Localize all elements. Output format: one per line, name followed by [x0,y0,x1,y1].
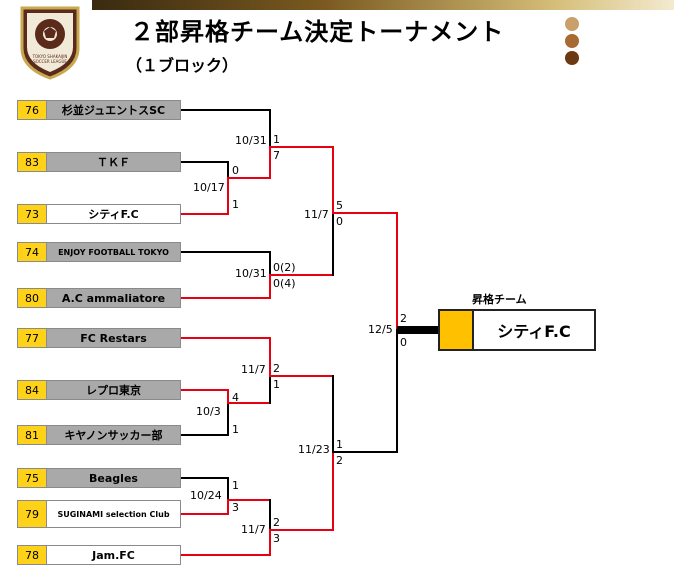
team-slot-11: 78 Jam.FC [17,545,181,565]
match-score: 0 [400,336,407,349]
match-score: 1 [232,423,239,436]
match-score: 2 [273,516,280,529]
winner-label: 昇格チーム [472,293,527,306]
line-m1-top [180,161,229,179]
match-score: 1 [232,198,239,211]
match-date: 11/23 [298,443,330,456]
team-name: A.C ammaliatore [47,289,180,307]
team-slot-8: 81 キヤノンサッカー部 [17,425,181,445]
line-m8-bottom [180,529,271,556]
match-date: 12/5 [368,323,393,336]
line-m5-bottom [180,402,229,436]
match-score: 5 [336,199,343,212]
header-bar [92,0,674,10]
match-score: 1 [273,378,280,391]
page-subtitle: （１ブロック） [126,56,239,75]
team-slot-10: 79 SUGINAMI selection Club [17,500,181,528]
dot-1 [565,17,579,31]
line-m7-top [180,477,229,501]
decorative-dots [565,17,579,68]
match-score: 0(2) [273,261,296,274]
match-date: 10/3 [196,405,221,418]
dot-2 [565,34,579,48]
match-score: 4 [232,391,239,404]
line-m2-top [180,109,271,148]
line-m1-bottom [180,177,229,215]
league-emblem: TOKYO SHAKAIJIN SOCCER LEAGUE [20,6,80,80]
team-name: ENJOY FOOTBALL TOKYO [47,243,180,261]
team-name: ＴＫＦ [47,153,180,171]
seed-number: 79 [18,501,47,527]
match-score: 7 [273,149,280,162]
seed-number: 74 [18,243,47,261]
match-score: 0(4) [273,277,296,290]
match-score: 2 [273,362,280,375]
team-name: Beagles [47,469,180,487]
match-score: 1 [336,438,343,451]
match-score: 0 [232,164,239,177]
match-score: 2 [400,312,407,325]
team-slot-2: 83 ＴＫＦ [17,152,181,172]
seed-number: 84 [18,381,47,399]
seed-number: 81 [18,426,47,444]
match-score: 3 [232,501,239,514]
match-score: 1 [232,479,239,492]
winner-name: シティF.C [497,322,571,341]
line-m5-top [180,389,229,404]
line-m7-bottom [180,499,229,515]
match-date: 11/7 [241,363,266,376]
team-slot-4: 74 ENJOY FOOTBALL TOKYO [17,242,181,262]
winner-box: シティF.C [438,309,596,351]
team-name: Jam.FC [47,546,180,564]
seed-number: 73 [18,205,47,223]
match-score: 0 [336,215,343,228]
seed-number: 77 [18,329,47,347]
match-date: 10/17 [193,181,225,194]
team-slot-5: 80 A.C ammaliatore [17,288,181,308]
team-slot-3: 73 シティF.C [17,204,181,224]
match-score: 1 [273,133,280,146]
team-name: レプロ東京 [47,381,180,399]
team-name: FC Restars [47,329,180,347]
match-date: 10/31 [235,267,267,280]
seed-number: 78 [18,546,47,564]
team-slot-1: 76 杉並ジュエントスSC [17,100,181,120]
team-name: キヤノンサッカー部 [47,426,180,444]
match-score: 3 [273,532,280,545]
svg-text:SOCCER LEAGUE: SOCCER LEAGUE [33,59,67,64]
seed-number: 76 [18,101,47,119]
team-slot-7: 84 レプロ東京 [17,380,181,400]
match-date: 11/7 [304,208,329,221]
team-name: シティF.C [47,205,180,223]
team-slot-9: 75 Beagles [17,468,181,488]
line-final-out [397,326,439,334]
line-m3-top [180,251,271,276]
match-date: 10/31 [235,134,267,147]
seed-number: 83 [18,153,47,171]
match-date: 10/24 [190,489,222,502]
page-title: ２部昇格チーム決定トーナメント [130,18,505,46]
line-m6-top [180,337,271,377]
match-score: 2 [336,454,343,467]
team-slot-6: 77 FC Restars [17,328,181,348]
winner-seed-cell [440,311,474,349]
team-name: 杉並ジュエントスSC [47,101,180,119]
seed-number: 80 [18,289,47,307]
seed-number: 75 [18,469,47,487]
dot-3 [565,51,579,65]
svg-text:TOKYO SHAKAIJIN: TOKYO SHAKAIJIN [32,54,68,59]
line-m3-bottom [180,274,271,299]
match-date: 11/7 [241,523,266,536]
team-name: SUGINAMI selection Club [47,501,180,527]
